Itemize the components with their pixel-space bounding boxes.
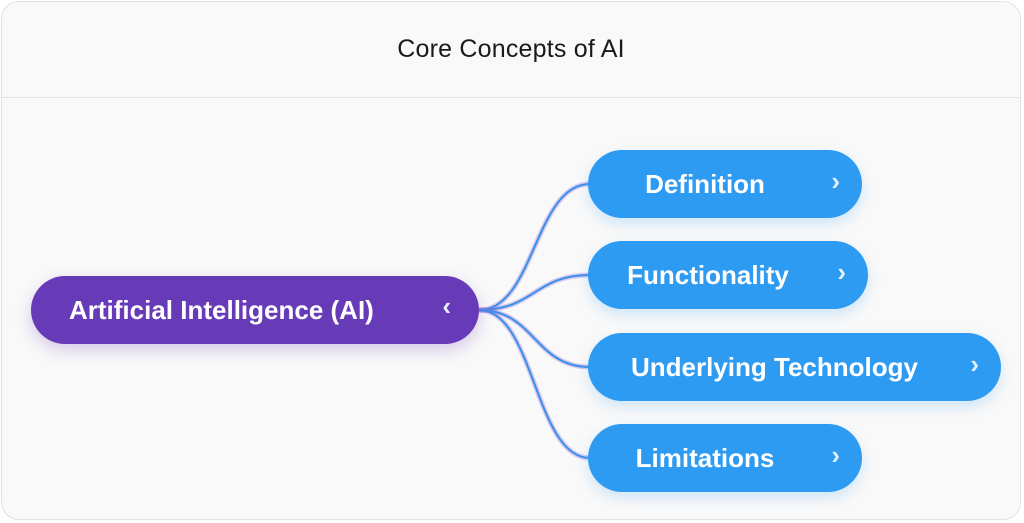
root-node-label: Artificial Intelligence (AI) bbox=[69, 294, 374, 325]
child-node-limitations[interactable]: Limitations › bbox=[588, 424, 862, 492]
root-node[interactable]: Artificial Intelligence (AI) ‹ bbox=[31, 276, 479, 344]
child-node-definition[interactable]: Definition › bbox=[588, 150, 862, 218]
chevron-right-icon[interactable]: › bbox=[837, 257, 846, 287]
child-node-functionality[interactable]: Functionality › bbox=[588, 241, 868, 309]
diagram-title: Core Concepts of AI bbox=[397, 35, 625, 63]
connector-line-3 bbox=[478, 309, 591, 459]
diagram-header: Core Concepts of AI bbox=[2, 2, 1020, 98]
connector-line-1 bbox=[478, 274, 591, 311]
child-node-label: Limitations bbox=[635, 442, 775, 473]
chevron-right-icon[interactable]: › bbox=[831, 440, 840, 470]
connector-line-2 bbox=[478, 309, 591, 368]
child-node-underlying-technology[interactable]: Underlying Technology › bbox=[588, 333, 1001, 401]
chevron-right-icon[interactable]: › bbox=[831, 166, 840, 196]
child-node-label: Underlying Technology bbox=[631, 351, 918, 382]
chevron-right-icon[interactable]: › bbox=[970, 349, 979, 379]
child-node-label: Definition bbox=[645, 168, 765, 199]
child-node-label: Functionality bbox=[627, 259, 789, 290]
connector-line-0 bbox=[478, 183, 591, 311]
chevron-left-icon[interactable]: ‹ bbox=[442, 291, 451, 321]
